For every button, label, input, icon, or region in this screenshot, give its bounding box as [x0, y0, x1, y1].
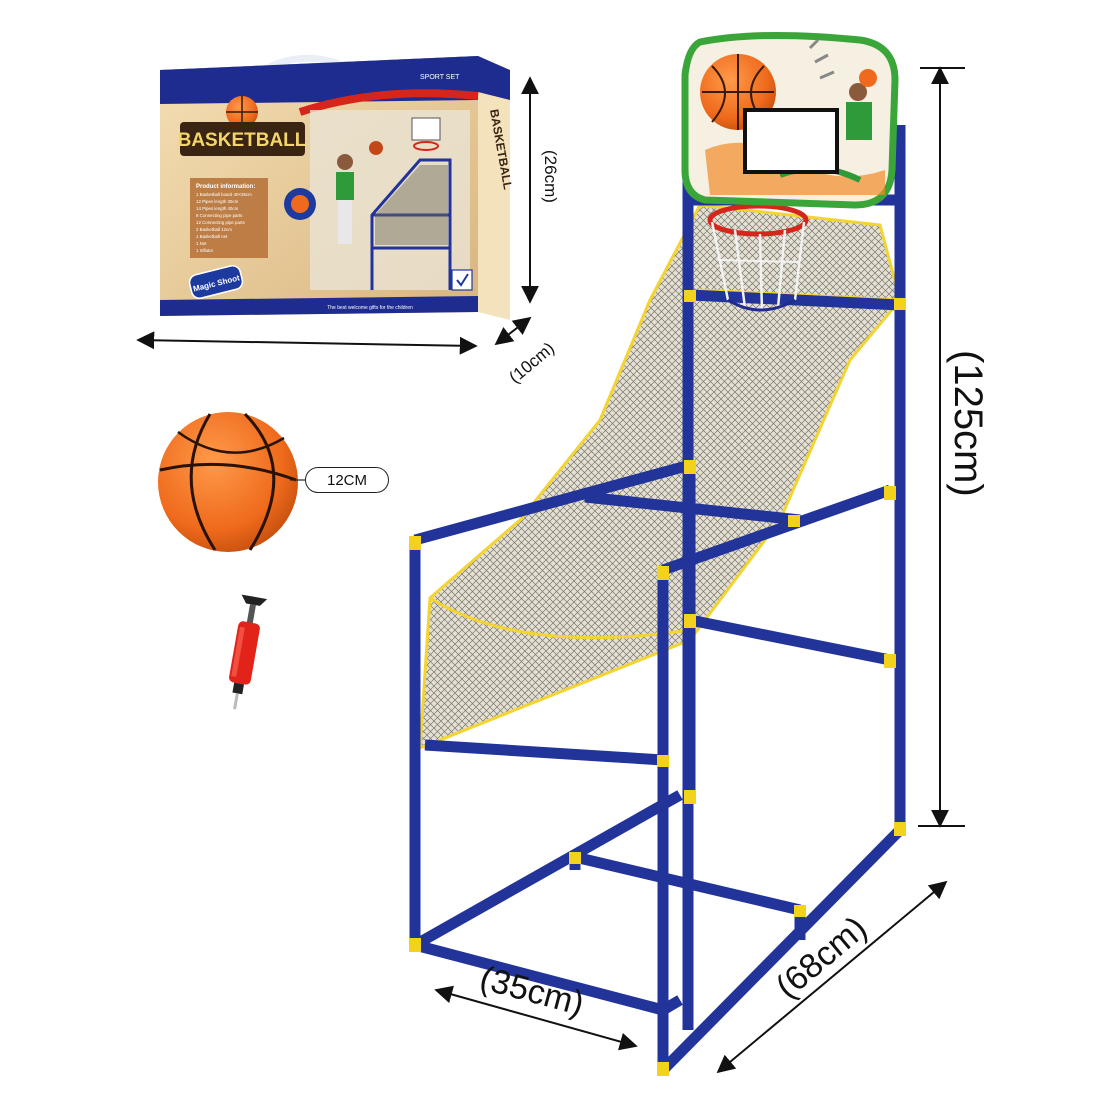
box-info-line: 14 Pipes length 40cm [196, 206, 239, 211]
hoop [707, 203, 809, 313]
box-depth-label: (10cm) [505, 339, 558, 388]
box-info-line: 8 Connecting pipe parts [196, 213, 243, 218]
box-info-line: 1 Net [196, 241, 207, 246]
product-box: BASKETBALL SPORT SET Product information… [160, 54, 515, 320]
box-info-heading: Product information: [196, 184, 255, 190]
pump [229, 594, 268, 710]
box-info-line: 2 Basketball 12cm [196, 227, 232, 232]
basketball-arcade-frame [409, 31, 906, 1076]
box-footer: The best welcome gifts for the children [327, 305, 413, 311]
depth-arrow [716, 880, 948, 1074]
box-subtitle: SPORT SET [420, 74, 460, 81]
box-side [478, 56, 510, 320]
width-label: (35cm) [476, 959, 588, 1023]
basketball [158, 412, 298, 552]
width-arrow [434, 985, 638, 1051]
frame-joints [409, 290, 906, 1076]
ball-size-label: 12CM [305, 467, 389, 493]
depth-label: (68cm) [769, 909, 874, 1006]
box-info-line: 12 Pipes length 30cm [196, 199, 239, 204]
box-info-line: 1 Basketball net [196, 234, 228, 239]
box-info-line: 1 Inflator [196, 248, 214, 253]
backboard [681, 31, 899, 209]
box-info-line: 12 Connecting pipe parts [196, 220, 246, 225]
box-info-list: 1 Basketball board 40×35cm 12 Pipes leng… [196, 192, 252, 253]
box-info-line: 1 Basketball board 40×35cm [196, 192, 252, 197]
box-width-arrow [136, 331, 478, 355]
height-label: (125cm) [946, 350, 990, 497]
box-depth-arrow [494, 316, 532, 346]
box-height-label: (26cm) [541, 150, 560, 203]
backboard-target [743, 108, 839, 174]
box-title: BASKETBALL [178, 130, 307, 151]
